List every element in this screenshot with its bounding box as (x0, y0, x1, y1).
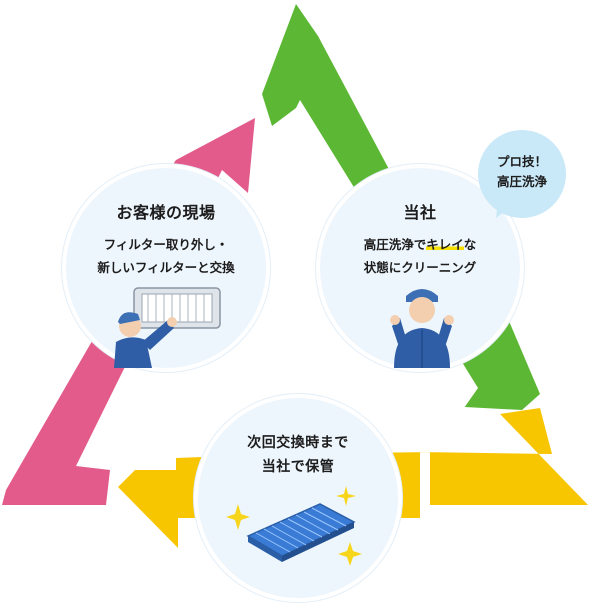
pro-technique-bubble (478, 130, 566, 218)
company-desc-line1-post: な (463, 237, 477, 252)
bubble-line1: プロ技！ (496, 154, 547, 169)
company-desc-highlight: キレイ (426, 237, 464, 252)
customer-site-circle (62, 164, 270, 372)
worker-thumbs-up-icon (390, 289, 454, 368)
bubble-tail (496, 200, 512, 218)
clean-filter-sparkle-icon (226, 486, 362, 566)
worker-replacing-filter-icon (114, 287, 221, 368)
company-desc-line1: 高圧洗浄でキレイな (324, 233, 516, 256)
company-desc-line1-pre: 高圧洗浄で (363, 237, 427, 252)
bubble-line2: 高圧洗浄 (496, 174, 547, 189)
company-circle (316, 164, 524, 372)
company-desc-line2: 状態にクリーニング (363, 260, 477, 275)
storage-circle (194, 394, 402, 602)
company-title: 当社 (403, 203, 437, 222)
customer-desc-line2: 新しいフィルターと交換 (97, 260, 235, 275)
customer-title: お客様の現場 (116, 203, 216, 222)
customer-desc-line1: フィルター取り外し・ (103, 237, 229, 252)
storage-line1: 次回交換時まで (247, 435, 349, 451)
storage-line2: 当社で保管 (261, 459, 335, 475)
